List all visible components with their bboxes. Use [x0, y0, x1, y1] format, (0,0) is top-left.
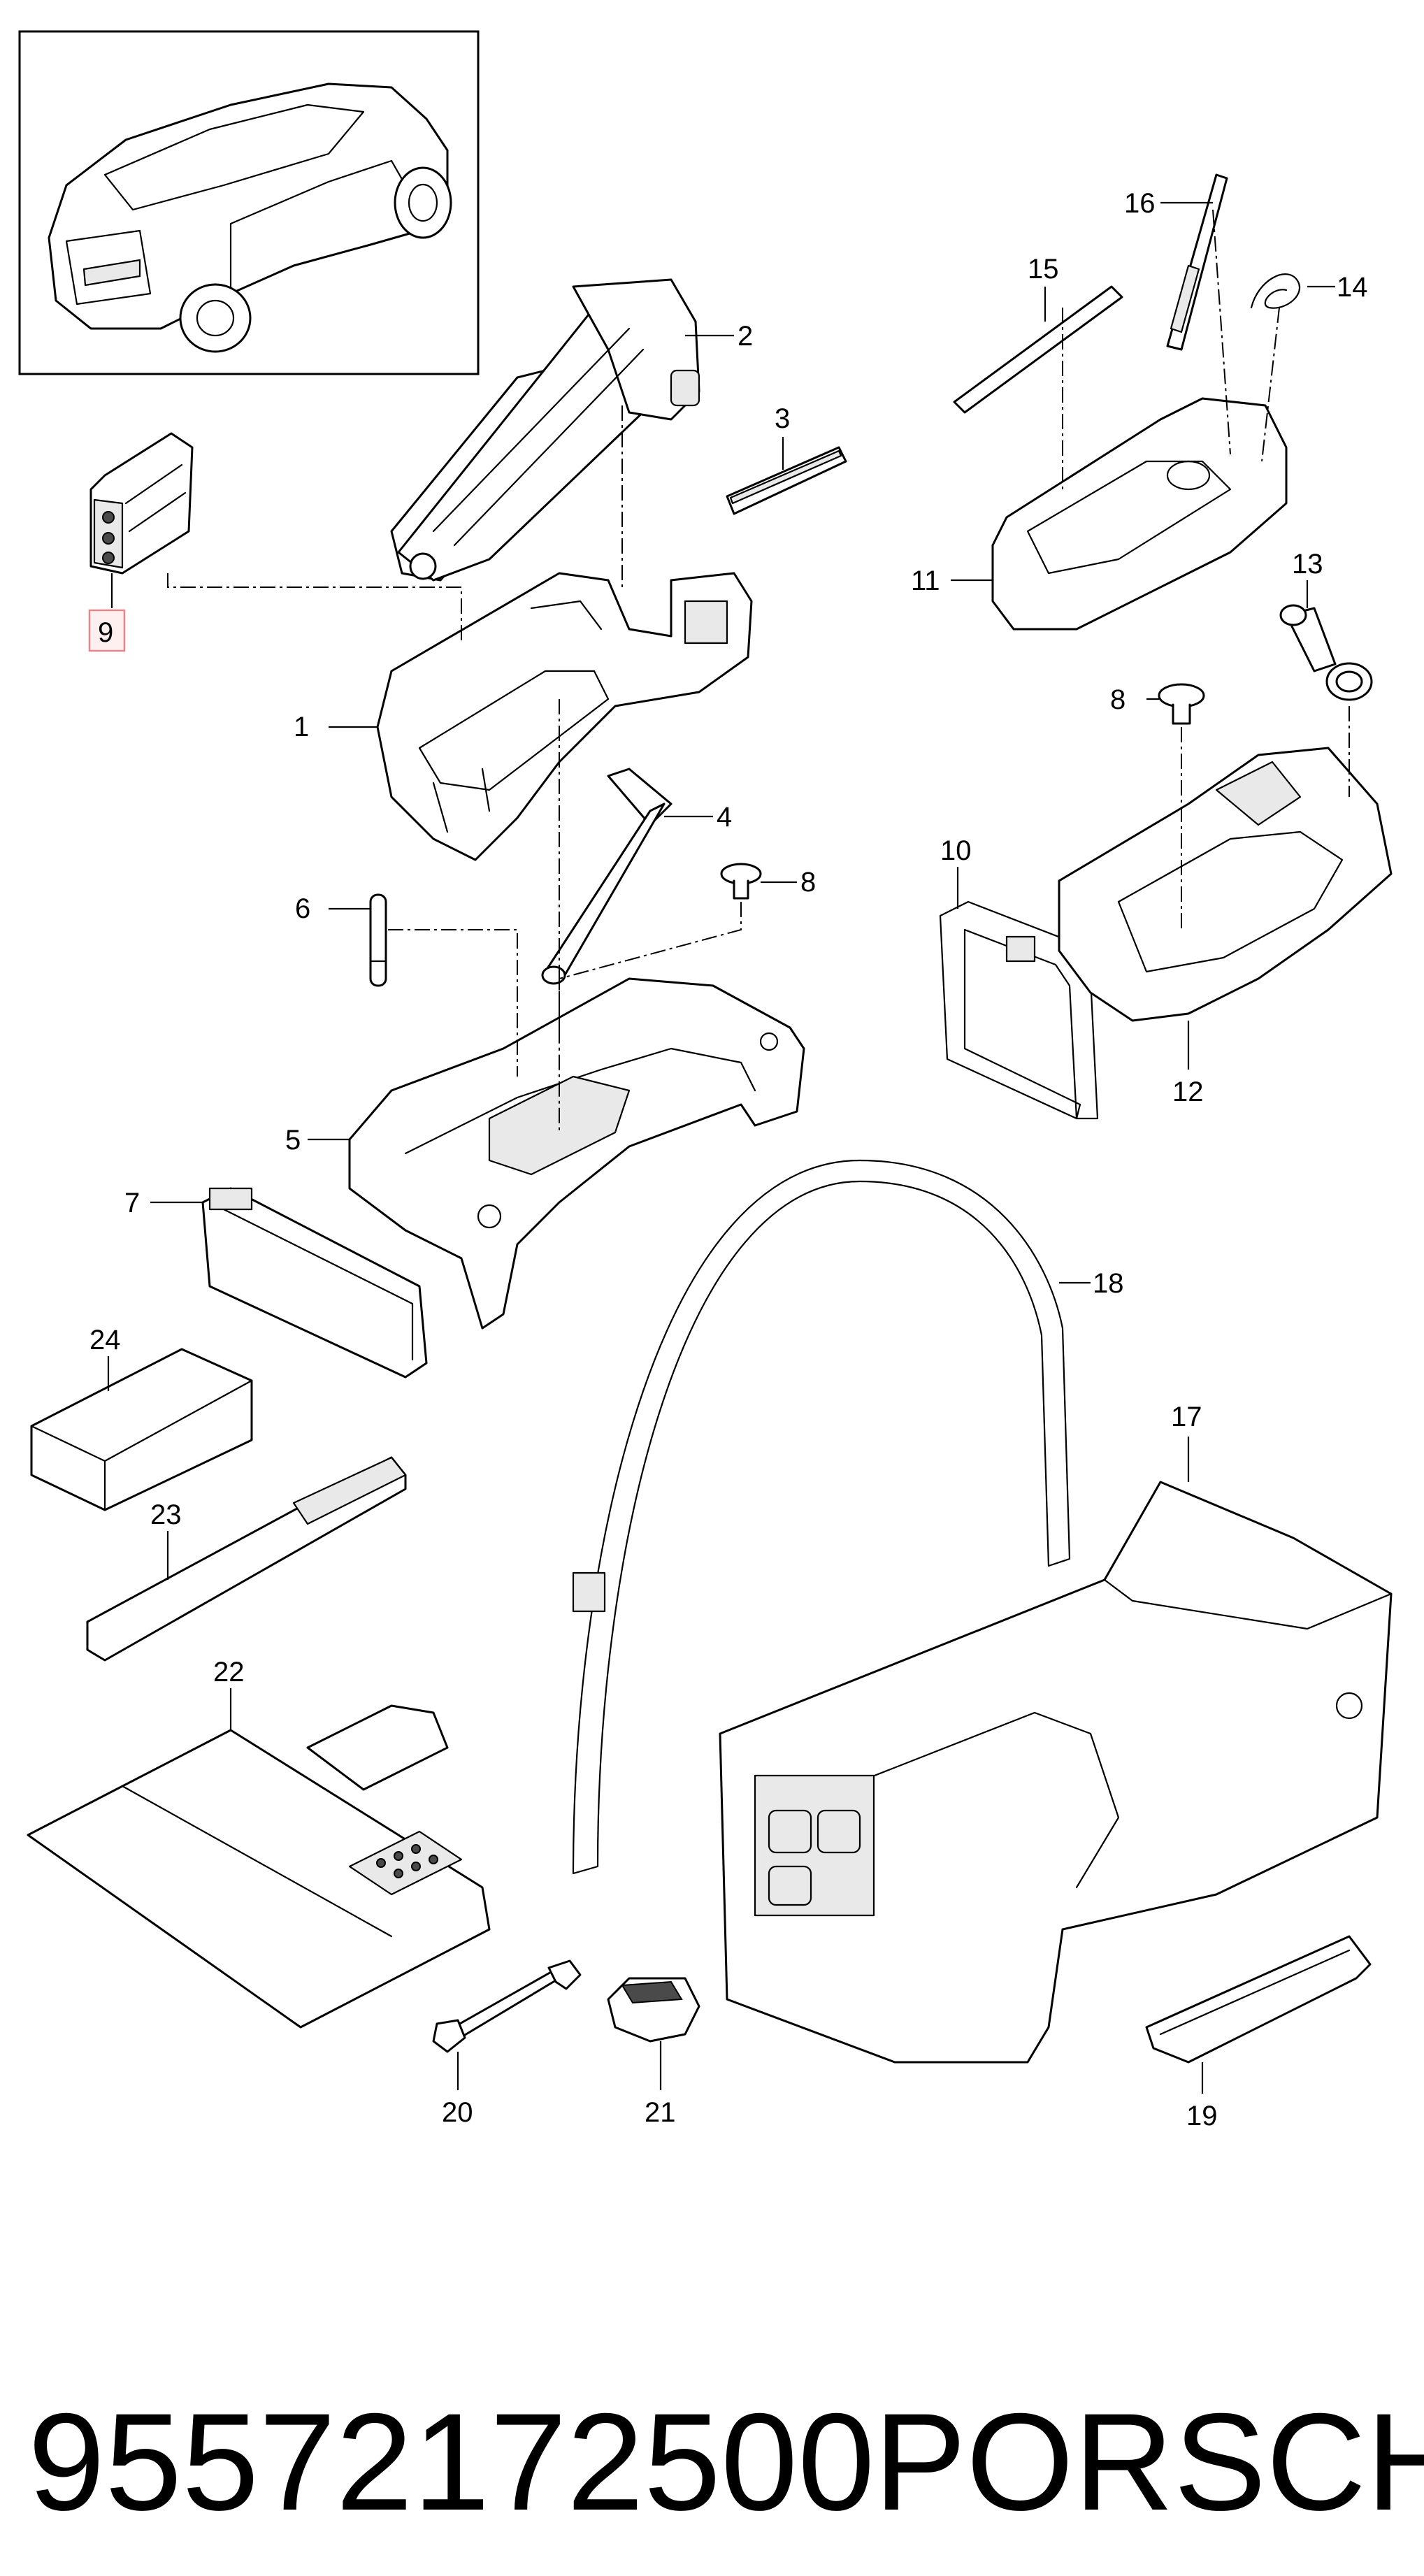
part-12-insert[interactable] [1058, 747, 1393, 1070]
part-9-holder[interactable] [89, 432, 194, 608]
callout-20[interactable]: 20 [442, 2097, 473, 2128]
callout-24[interactable]: 24 [89, 1325, 121, 1355]
callout-16[interactable]: 16 [1124, 188, 1156, 219]
callout-2[interactable]: 2 [738, 321, 753, 352]
callout-19[interactable]: 19 [1186, 2101, 1218, 2131]
part-4-wheel-brace[interactable] [541, 768, 713, 985]
part-8-plug-upper[interactable] [720, 863, 797, 900]
callout-14[interactable]: 14 [1337, 272, 1368, 303]
brand-name: PORSCHE [874, 2384, 1424, 2539]
callout-8-upper[interactable]: 8 [800, 867, 816, 898]
callout-22[interactable]: 22 [213, 1657, 245, 1688]
part-2-jack[interactable] [390, 278, 734, 582]
part-14-spring[interactable] [1250, 273, 1335, 309]
callout-7[interactable]: 7 [124, 1188, 140, 1218]
part-23-bar[interactable] [86, 1456, 407, 1662]
assembly-lines [167, 209, 1350, 1132]
part-13-eyebolt[interactable] [1279, 580, 1373, 701]
part-5-tool-tray[interactable] [308, 977, 805, 1330]
part-7-bracket[interactable] [150, 1187, 428, 1379]
callout-23[interactable]: 23 [150, 1499, 182, 1530]
callout-17[interactable]: 17 [1171, 1402, 1202, 1432]
callout-labels: 1 2 3 4 5 6 7 8 8 9 10 11 12 13 14 15 16… [89, 188, 1368, 2131]
callout-11[interactable]: 11 [911, 566, 940, 596]
car-icon [48, 82, 452, 353]
part-6-pin[interactable] [329, 893, 387, 987]
part-15-rod[interactable] [953, 285, 1123, 414]
part-24-box[interactable] [30, 1348, 253, 1511]
vehicle-locator-inset [18, 30, 480, 375]
callout-21[interactable]: 21 [645, 2097, 676, 2128]
part-22-bag[interactable] [27, 1688, 491, 2029]
part-18-strap[interactable] [572, 1159, 1091, 1875]
callout-5[interactable]: 5 [285, 1125, 301, 1156]
part-number: 95572172500 [28, 2384, 875, 2539]
part-17-housing[interactable] [719, 1437, 1393, 2064]
callout-6[interactable]: 6 [295, 893, 310, 924]
callout-4[interactable]: 4 [717, 802, 732, 833]
callout-1[interactable]: 1 [294, 712, 309, 742]
callout-3[interactable]: 3 [775, 403, 790, 434]
callout-9-highlight [88, 609, 126, 652]
callout-9[interactable]: 9 [98, 617, 113, 648]
callout-15[interactable]: 15 [1028, 254, 1059, 285]
footer: 95572172500 PORSCHE [28, 2384, 1424, 2539]
part-16-tool[interactable] [1160, 173, 1228, 351]
part-19-bracket[interactable] [1145, 1935, 1372, 2094]
part-3-strip[interactable] [726, 437, 847, 515]
part-1-jack-tray[interactable] [329, 572, 753, 861]
callout-12[interactable]: 12 [1172, 1077, 1204, 1107]
part-11-tray[interactable] [951, 397, 1288, 631]
callout-8-lower[interactable]: 8 [1110, 684, 1125, 715]
part-21-clip[interactable] [607, 1977, 700, 2090]
callout-10[interactable]: 10 [940, 835, 972, 866]
callout-13[interactable]: 13 [1292, 549, 1323, 580]
callout-18[interactable]: 18 [1093, 1268, 1124, 1299]
part-8-plug-lower[interactable] [1146, 683, 1205, 725]
part-20-wrench[interactable] [432, 1959, 582, 2090]
